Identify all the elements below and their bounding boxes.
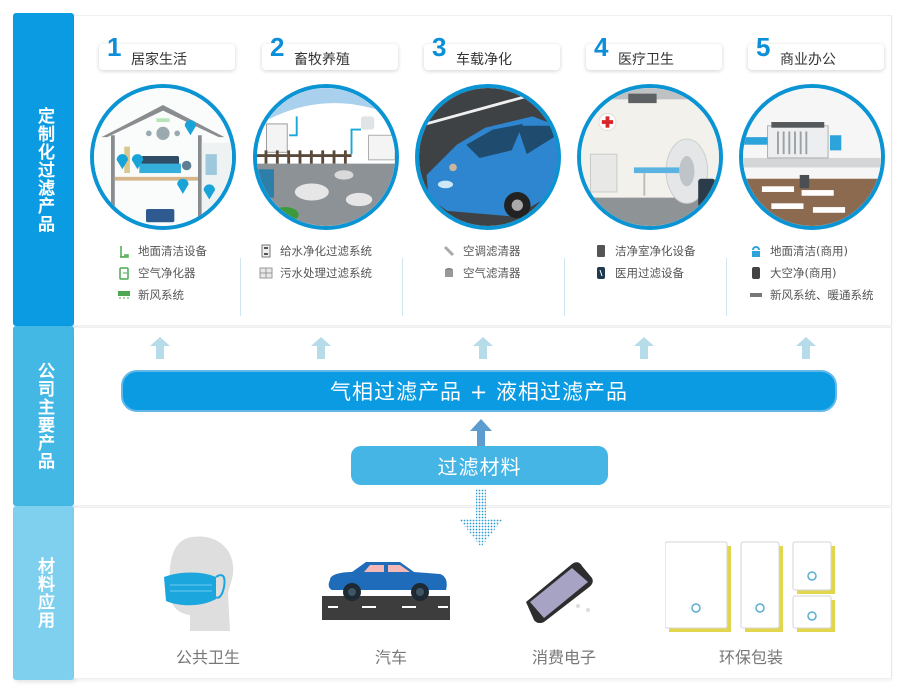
- scenario-number: 1: [107, 32, 122, 62]
- list-item: 空气滤清器: [441, 262, 521, 284]
- list-item: 新风系统: [116, 284, 207, 306]
- medical-illustration: [577, 84, 723, 230]
- medical-product-list: 洁净室净化设备 医用过滤设备: [593, 240, 696, 284]
- scenario-title: 医疗卫生: [618, 52, 674, 68]
- home-illustration: [90, 84, 236, 230]
- scenario-tab: 1 居家生活: [99, 32, 235, 70]
- scenario-title: 车载净化: [456, 52, 512, 68]
- divider: [726, 258, 727, 316]
- dotted-down-arrow-icon: [459, 489, 503, 547]
- hvac-unit-icon: [748, 288, 764, 302]
- smartphone-icon: [526, 562, 593, 624]
- list-item: 医用过滤设备: [593, 262, 696, 284]
- recycle-packaging-icon: [665, 541, 835, 632]
- up-arrow-icon: [634, 337, 654, 359]
- car-icon: [419, 88, 557, 226]
- up-arrow-icon: [473, 337, 493, 359]
- list-item: 新风系统、暖通系统: [748, 284, 874, 306]
- list-item: 大空净(商用): [748, 262, 874, 284]
- divider: [240, 258, 241, 316]
- commercial-vacuum-icon: [748, 244, 764, 258]
- side-label-main-products: 公司主要产品: [13, 326, 74, 506]
- scenario-tab: 4 医疗卫生: [586, 32, 722, 70]
- scenario-title: 居家生活: [131, 52, 187, 68]
- livestock-product-list: 给水净化过滤系统 污水处理过滤系统: [258, 240, 372, 284]
- list-item: 空调滤清器: [441, 240, 521, 262]
- livestock-illustration: [253, 84, 399, 230]
- scenario-title: 商业办公: [780, 52, 836, 68]
- water-filter-cabinet-icon: [258, 244, 274, 258]
- vacuum-icon: [116, 244, 132, 258]
- gas-liquid-filtration-products-bar: 气相过滤产品 + 液相过滤产品: [121, 370, 837, 412]
- scenario-number: 3: [432, 32, 447, 62]
- side-label-material-application: 材料应用: [13, 506, 74, 680]
- sewage-grid-icon: [258, 266, 274, 280]
- up-arrow-icon: [470, 419, 492, 447]
- scenario-tab: 3 车载净化: [424, 32, 560, 70]
- office-product-list: 地面清洁(商用) 大空净(商用) 新风系统、暖通系统: [748, 240, 874, 306]
- list-item: 洁净室净化设备: [593, 240, 696, 262]
- mask-head-icon: [164, 536, 234, 631]
- up-arrow-icon: [311, 337, 331, 359]
- up-arrow-icon: [796, 337, 816, 359]
- scenario-tab: 5 商业办公: [748, 32, 884, 70]
- scenario-tab: 2 畜牧养殖: [262, 32, 398, 70]
- medical-filter-icon: [593, 266, 609, 280]
- list-item: 地面清洁设备: [116, 240, 207, 262]
- application-label: 汽车: [374, 648, 407, 667]
- air-purifier-icon: [116, 266, 132, 280]
- office-illustration: [739, 84, 885, 230]
- divider: [564, 258, 565, 316]
- ventilation-unit-icon: [116, 288, 132, 302]
- application-label: 消费电子: [531, 648, 596, 667]
- pig-farm-icon: [257, 88, 395, 226]
- office-room-icon: [743, 88, 881, 226]
- large-purifier-icon: [748, 266, 764, 280]
- vehicle-illustration: [415, 84, 561, 230]
- ac-filter-icon: [441, 244, 457, 258]
- scenario-title: 畜牧养殖: [294, 52, 350, 68]
- home-product-list: 地面清洁设备 空气净化器 新风系统: [116, 240, 207, 306]
- list-item: 给水净化过滤系统: [258, 240, 372, 262]
- air-filter-icon: [441, 266, 457, 280]
- list-item: 地面清洁(商用): [748, 240, 874, 262]
- car-road-icon: [322, 562, 450, 620]
- scenario-number: 4: [594, 32, 609, 62]
- vehicle-product-list: 空调滤清器 空气滤清器: [441, 240, 521, 284]
- application-label: 环保包装: [718, 648, 783, 667]
- cleanroom-unit-icon: [593, 244, 609, 258]
- application-label: 公共卫生: [175, 648, 240, 667]
- hospital-room-icon: [581, 88, 719, 226]
- house-icon: [94, 88, 232, 226]
- up-arrow-icon: [150, 337, 170, 359]
- scenario-number: 5: [756, 32, 771, 62]
- divider: [402, 258, 403, 316]
- list-item: 空气净化器: [116, 262, 207, 284]
- scenario-number: 2: [270, 32, 285, 62]
- side-label-customized: 定制化过滤产品: [13, 13, 74, 326]
- filter-material-bar: 过滤材料: [351, 446, 608, 485]
- list-item: 污水处理过滤系统: [258, 262, 372, 284]
